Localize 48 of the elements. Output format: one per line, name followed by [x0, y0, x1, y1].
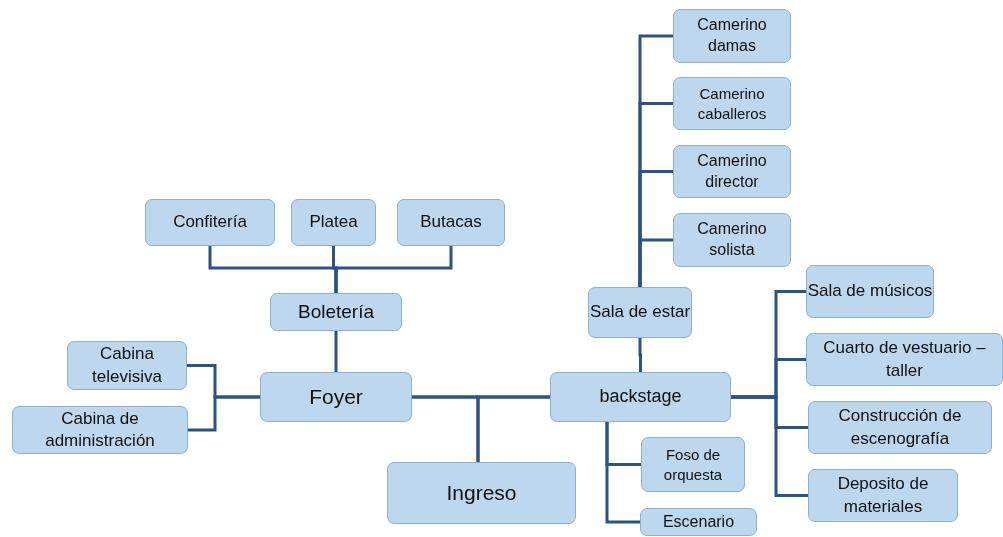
node-label: Foso de orquesta — [662, 445, 724, 484]
process-box — [673, 145, 791, 198]
process-box — [550, 372, 731, 422]
process-box — [588, 287, 692, 338]
process-box — [260, 372, 412, 422]
process-box — [806, 333, 1003, 386]
process-box — [291, 199, 376, 246]
node-label: Butacas — [420, 211, 482, 234]
connector-line — [638, 338, 642, 372]
node-label: Foyer — [309, 384, 363, 411]
process-box — [640, 508, 757, 536]
connector-line — [334, 331, 338, 372]
connector-line — [638, 238, 673, 287]
connector-line — [476, 395, 550, 462]
process-box — [673, 213, 791, 267]
node-label: Escenario — [662, 511, 735, 532]
node-label: Camerino damas — [696, 15, 768, 56]
process-box — [808, 469, 958, 522]
process-box — [145, 199, 275, 246]
node-label: Boletería — [297, 299, 374, 324]
process-box — [67, 341, 187, 390]
process-box — [673, 9, 791, 63]
connector-line — [605, 422, 640, 524]
node-label: Sala de estar — [589, 301, 691, 324]
process-box — [397, 199, 505, 246]
node-label: Ingreso — [446, 480, 517, 507]
process-box — [387, 462, 576, 524]
node-label: Confitería — [173, 211, 247, 234]
node-label: Cabina de administración — [44, 407, 156, 452]
process-box — [270, 293, 402, 331]
node-label: Cabina televisiva — [91, 343, 163, 388]
process-box — [12, 406, 188, 454]
node-label: Cuarto de vestuario – taller — [822, 337, 987, 382]
process-box — [641, 437, 745, 492]
node-label: Camerino director — [696, 150, 768, 192]
node-label: Camerino caballeros — [696, 84, 768, 123]
node-label: backstage — [599, 385, 682, 409]
process-box — [673, 77, 791, 130]
process-box — [808, 401, 992, 454]
node-label: Sala de músicos — [807, 280, 933, 303]
connector-line — [334, 246, 453, 293]
node-label: Camerino solista — [696, 219, 768, 260]
node-label: Deposito de materiales — [836, 473, 930, 518]
process-box — [806, 265, 934, 318]
node-label: Platea — [309, 211, 358, 234]
node-label: Construcción de escenografía — [837, 405, 963, 450]
connector-line — [731, 395, 808, 497]
connector-line — [188, 395, 260, 432]
